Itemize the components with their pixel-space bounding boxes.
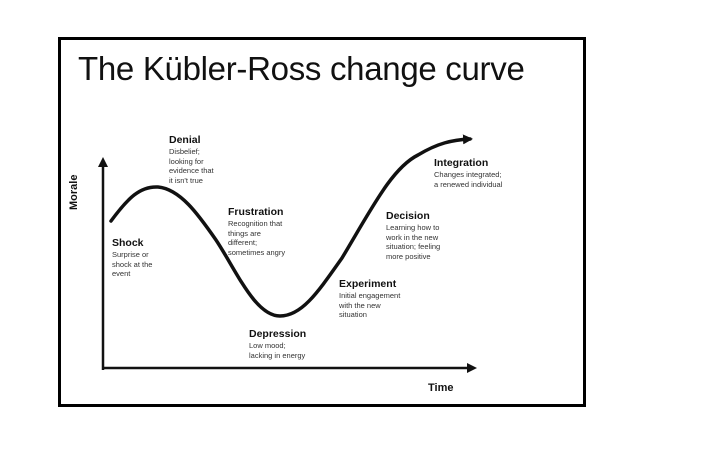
stage-depression-desc: Low mood; lacking in energy xyxy=(249,341,306,360)
y-axis-label: Morale xyxy=(68,174,80,210)
stage-integration: Integration Changes integrated; a renewe… xyxy=(434,157,502,189)
stage-denial: Denial Disbelief; looking for evidence t… xyxy=(169,134,214,185)
stage-decision: Decision Learning how to work in the new… xyxy=(386,210,440,261)
stage-denial-desc: Disbelief; looking for evidence that it … xyxy=(169,147,214,185)
stage-shock-name: Shock xyxy=(112,237,144,249)
diagram-frame xyxy=(58,37,586,407)
stage-integration-desc: Changes integrated; a renewed individual xyxy=(434,170,503,189)
stage-frustration-desc: Recognition that things are different; s… xyxy=(228,219,286,257)
stage-integration-name: Integration xyxy=(434,157,489,169)
diagram-title: The Kübler-Ross change curve xyxy=(78,50,525,87)
stage-shock: Shock Surprise or shock at the event xyxy=(112,237,152,279)
stage-depression: Depression Low mood; lacking in energy xyxy=(249,328,306,360)
stage-frustration-name: Frustration xyxy=(228,206,284,218)
stage-experiment-desc: Initial engagement with the new situatio… xyxy=(339,291,401,319)
stage-experiment: Experiment Initial engagement with the n… xyxy=(339,278,400,320)
stage-denial-name: Denial xyxy=(169,134,201,146)
x-axis-label: Time xyxy=(428,382,454,394)
stage-shock-desc: Surprise or shock at the event xyxy=(112,250,153,278)
stage-decision-name: Decision xyxy=(386,210,430,222)
stage-frustration: Frustration Recognition that things are … xyxy=(228,206,285,257)
stage-experiment-name: Experiment xyxy=(339,278,397,290)
change-curve xyxy=(109,134,473,318)
stage-decision-desc: Learning how to work in the new situatio… xyxy=(386,223,441,261)
stage-depression-name: Depression xyxy=(249,328,307,340)
